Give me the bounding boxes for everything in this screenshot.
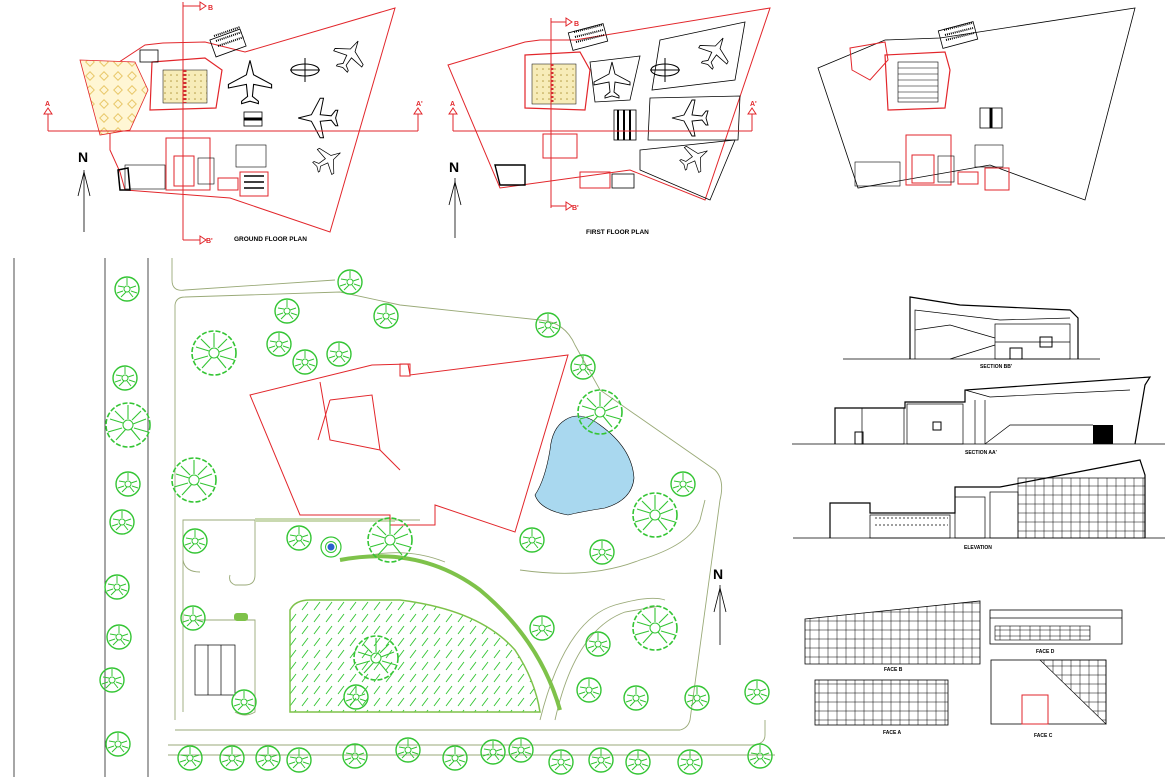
elevation-drawing: ELEVATION bbox=[793, 459, 1165, 551]
ground-floor-plan: A A' B B' N GROUND FLOOR PLAN bbox=[43, 1, 423, 245]
north-arrow-site: N bbox=[713, 566, 727, 645]
section-aa-drawing: SECTION AA' bbox=[792, 376, 1165, 456]
svg-text:FACE C: FACE C bbox=[1034, 733, 1053, 739]
face-c: FACE C bbox=[990, 659, 1107, 739]
ground-floor-plan-title: GROUND FLOOR PLAN bbox=[234, 236, 307, 243]
svg-text:N: N bbox=[78, 149, 88, 165]
section-b-prime-marker-ff: B' bbox=[572, 205, 579, 212]
section-a-marker-ff: A bbox=[450, 101, 455, 108]
section-bb-title: SECTION BB' bbox=[980, 364, 1012, 370]
first-floor-plan: A A' B B' N FIRST FLOOR PLAN bbox=[447, 7, 771, 238]
section-a-marker-gf: A bbox=[45, 101, 50, 108]
second-floor-plan bbox=[817, 7, 1136, 201]
first-floor-plan-title: FIRST FLOOR PLAN bbox=[586, 229, 649, 236]
svg-text:FACE D: FACE D bbox=[1036, 649, 1055, 655]
face-d: FACE D bbox=[989, 609, 1123, 655]
north-arrow-ff: N bbox=[448, 159, 462, 238]
svg-text:N: N bbox=[449, 159, 459, 175]
section-bb-drawing: SECTION BB' bbox=[843, 296, 1100, 370]
section-aa-title: SECTION AA' bbox=[965, 450, 997, 456]
face-b: FACE B bbox=[804, 600, 981, 673]
section-b-prime-marker-gf: B' bbox=[206, 238, 213, 245]
section-a-prime-marker-ff: A' bbox=[750, 101, 757, 108]
section-b-marker-ff: B bbox=[574, 21, 579, 28]
svg-text:FACE B: FACE B bbox=[884, 667, 903, 673]
section-b-marker-gf: B bbox=[208, 5, 213, 12]
svg-text:N: N bbox=[713, 566, 723, 582]
section-a-prime-marker-gf: A' bbox=[416, 101, 423, 108]
svg-text:FACE A: FACE A bbox=[883, 730, 902, 736]
north-arrow-gf: N bbox=[77, 149, 91, 232]
face-a: FACE A bbox=[814, 679, 949, 736]
site-plan: N bbox=[13, 258, 775, 777]
elevation-title: ELEVATION bbox=[964, 545, 992, 551]
